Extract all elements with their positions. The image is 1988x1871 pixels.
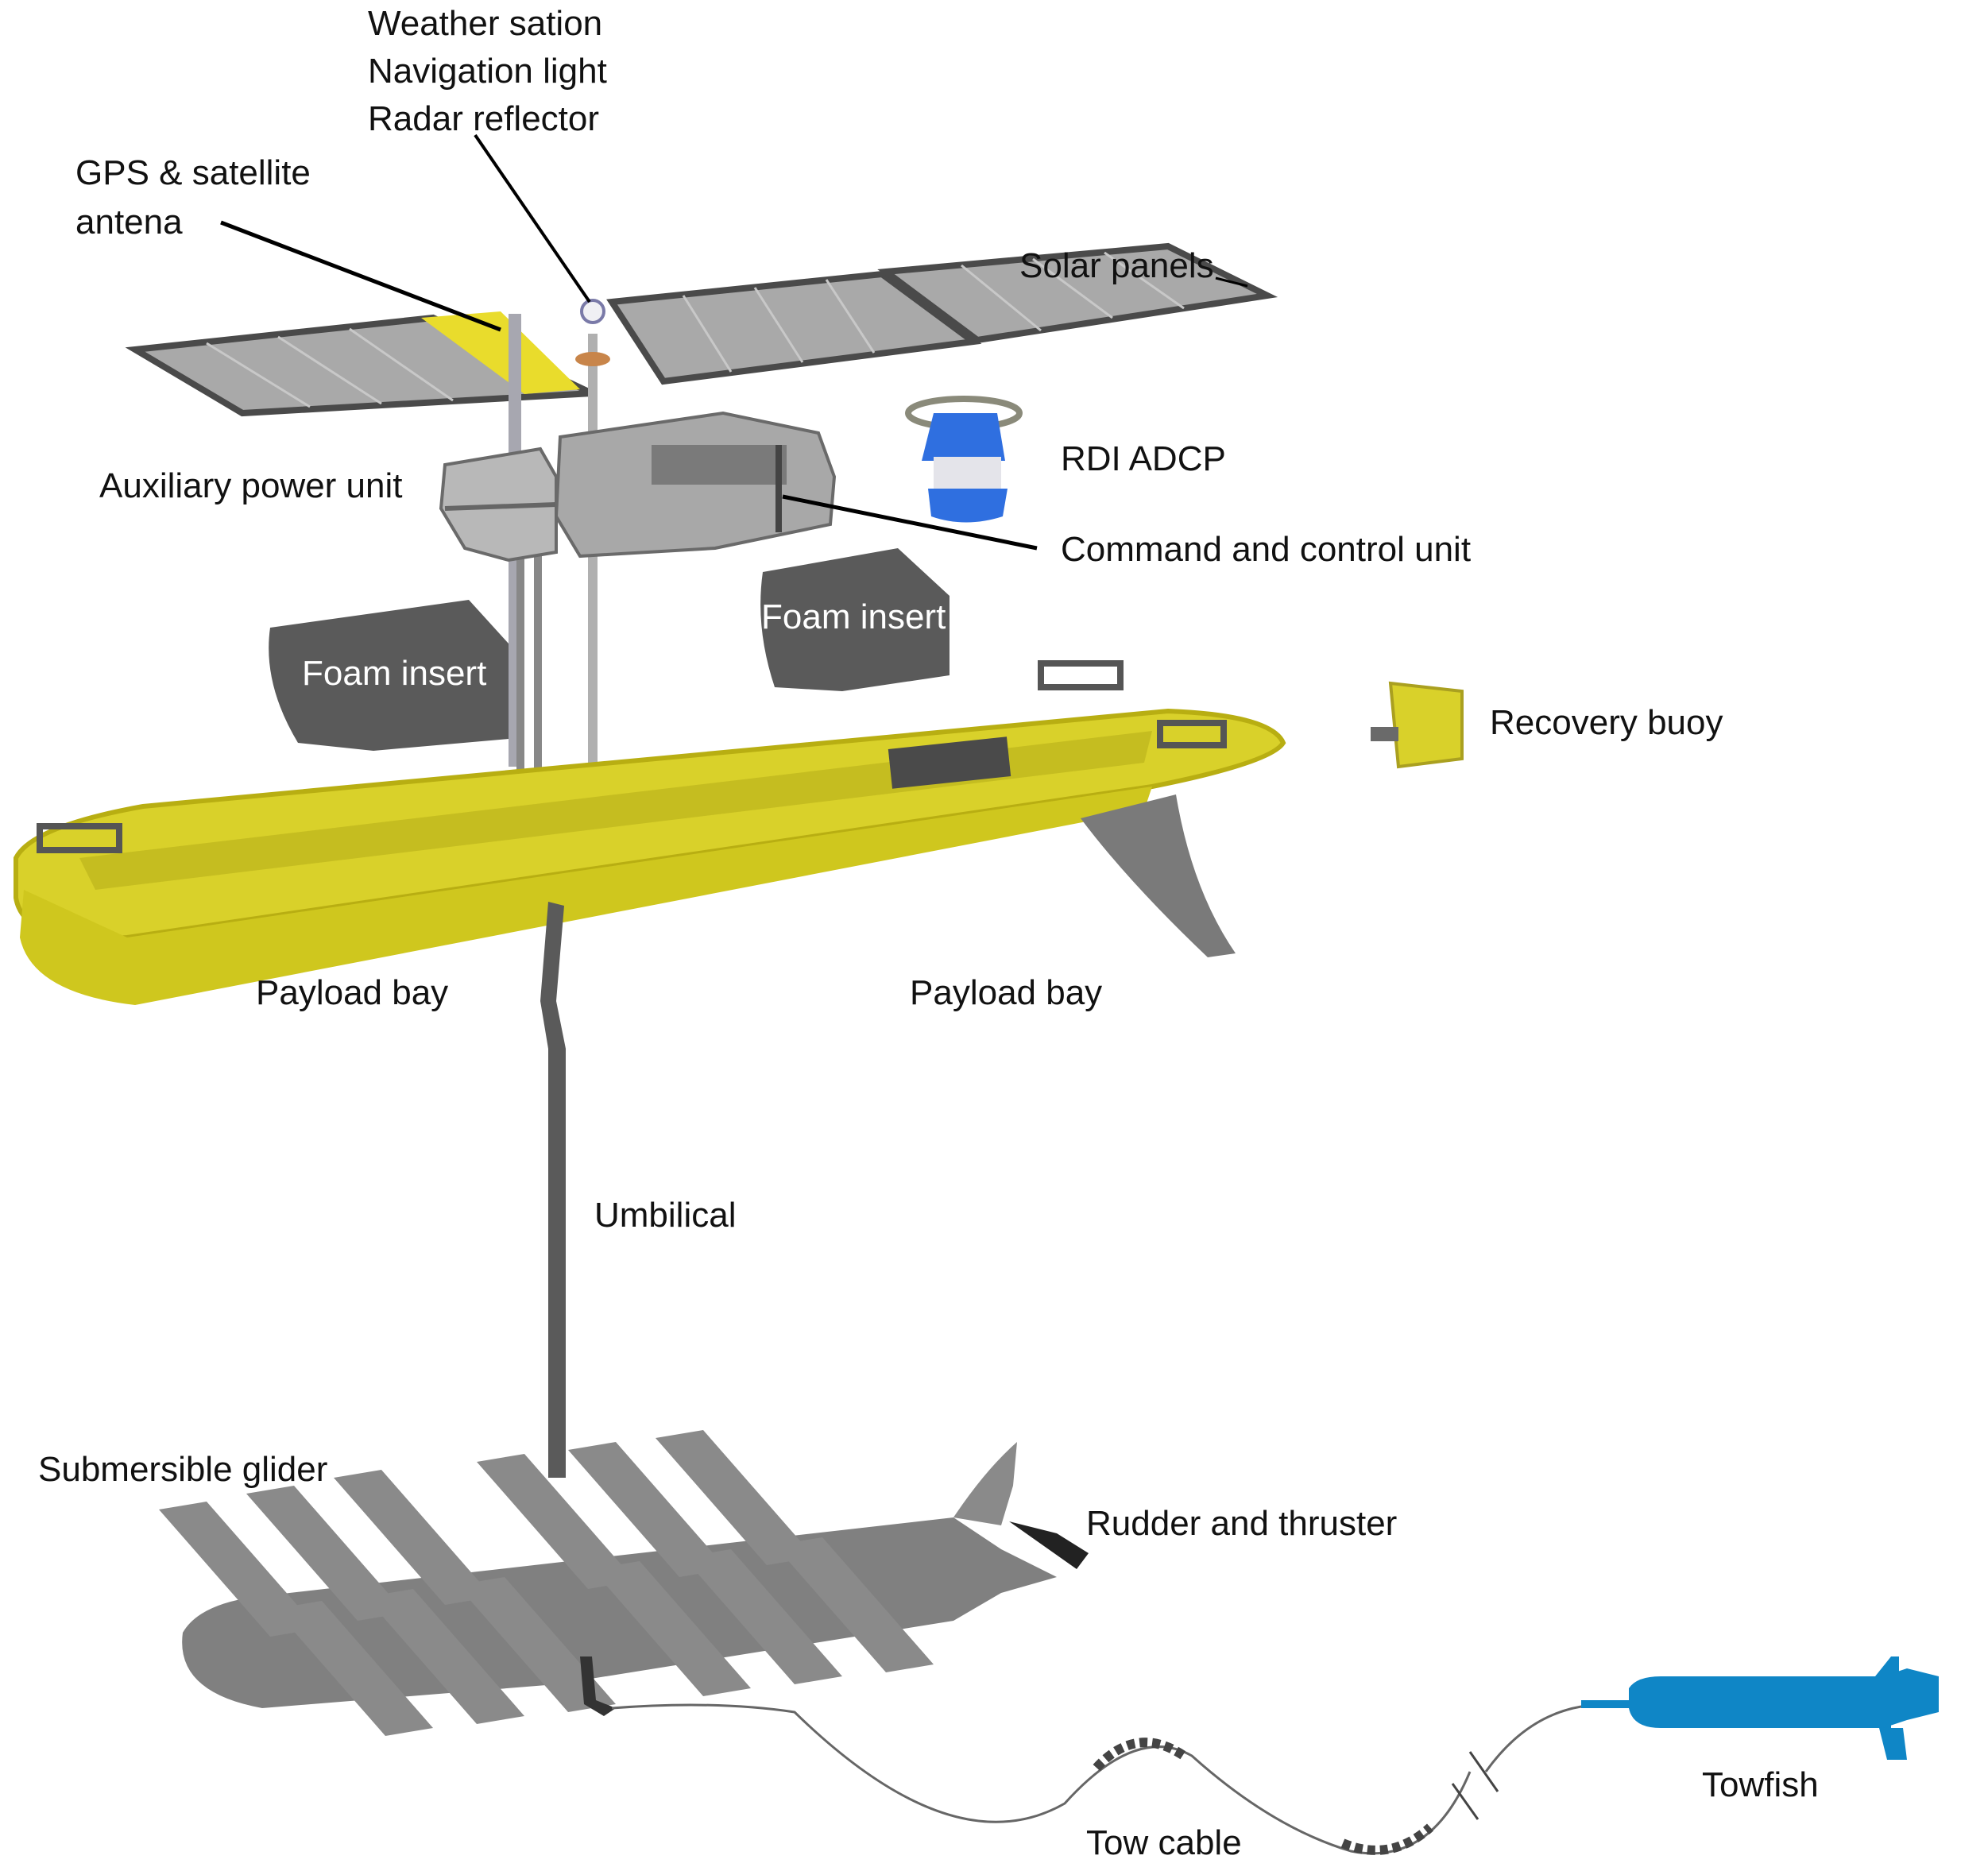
umbilical	[540, 902, 566, 1478]
label-recovery-buoy: Recovery buoy	[1490, 703, 1723, 742]
label-payload-bay-right: Payload bay	[910, 973, 1103, 1012]
leader-weather-station	[474, 133, 591, 303]
label-foam-insert-left: Foam insert	[302, 654, 487, 693]
label-gps-line1: GPS & satellite	[75, 153, 311, 192]
label-auxiliary-power-unit: Auxiliary power unit	[99, 466, 403, 505]
command-control-unit	[554, 411, 837, 559]
label-rudder-thruster: Rudder and thruster	[1086, 1504, 1398, 1543]
label-submersible-glider: Submersible glider	[38, 1450, 328, 1489]
label-navigation-light: Navigation light	[368, 52, 607, 91]
label-command-control-unit: Command and control unit	[1061, 530, 1472, 569]
hull	[14, 660, 1286, 1005]
solar-panels	[125, 242, 1278, 417]
label-weather-station: Weather sation	[368, 4, 603, 43]
rdi-adcp	[905, 396, 1023, 523]
tow-cable	[611, 1703, 1582, 1855]
label-rdi-adcp: RDI ADCP	[1061, 439, 1226, 478]
label-gps-line2: antena	[75, 203, 183, 242]
panel-cell-lines	[206, 251, 1185, 408]
label-payload-bay-left: Payload bay	[256, 973, 449, 1012]
leader-command-control	[782, 494, 1038, 551]
leader-gps-antenna	[220, 220, 501, 332]
recovery-buoy	[1371, 681, 1464, 769]
auxiliary-power-unit	[439, 446, 558, 562]
label-umbilical: Umbilical	[594, 1196, 737, 1235]
thruster	[1009, 1521, 1089, 1569]
label-radar-reflector: Radar reflector	[368, 99, 600, 138]
submersible-glider	[159, 1430, 1089, 1736]
leader-solar-panels	[1215, 276, 1248, 288]
solar-panel-right	[877, 242, 1278, 344]
keel	[1081, 794, 1236, 957]
glider-wings	[159, 1430, 934, 1736]
weather-station-sensor	[580, 299, 605, 324]
label-tow-cable: Tow cable	[1086, 1823, 1242, 1862]
solar-panel-middle	[606, 270, 982, 385]
gps-antenna-patch	[421, 311, 580, 394]
foam-inserts	[269, 548, 950, 751]
leader-lines	[220, 133, 1248, 551]
label-solar-panels: Solar panels	[1019, 246, 1214, 285]
navigation-light	[575, 352, 610, 366]
label-foam-insert-right: Foam insert	[761, 597, 946, 636]
label-towfish: Towfish	[1702, 1765, 1819, 1804]
towfish	[1581, 1656, 1939, 1760]
